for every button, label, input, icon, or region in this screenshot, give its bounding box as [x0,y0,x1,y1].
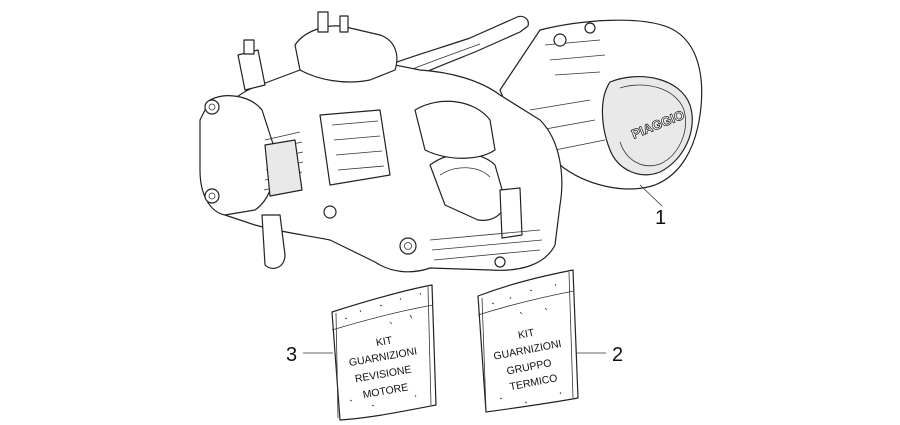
callout-3-number: 3 [286,344,297,366]
gasket-kit-revisione-motore: KIT GUARNIZIONI REVISIONE MOTORE [331,284,437,421]
callout-2: 2 [576,344,623,366]
callout-2-number: 2 [612,344,623,366]
callout-1-number: 1 [655,207,666,229]
engine-assembly: PIAGGIO [199,11,703,273]
gasket-kit-gruppo-termico: KIT GUARNIZIONI GRUPPO TERMICO [477,269,579,413]
kit-gruppo-line-1: KIT [517,327,536,342]
callout-3: 3 [286,344,333,366]
kit-revisione-line-1: KIT [375,334,394,349]
callout-1: 1 [639,184,666,229]
